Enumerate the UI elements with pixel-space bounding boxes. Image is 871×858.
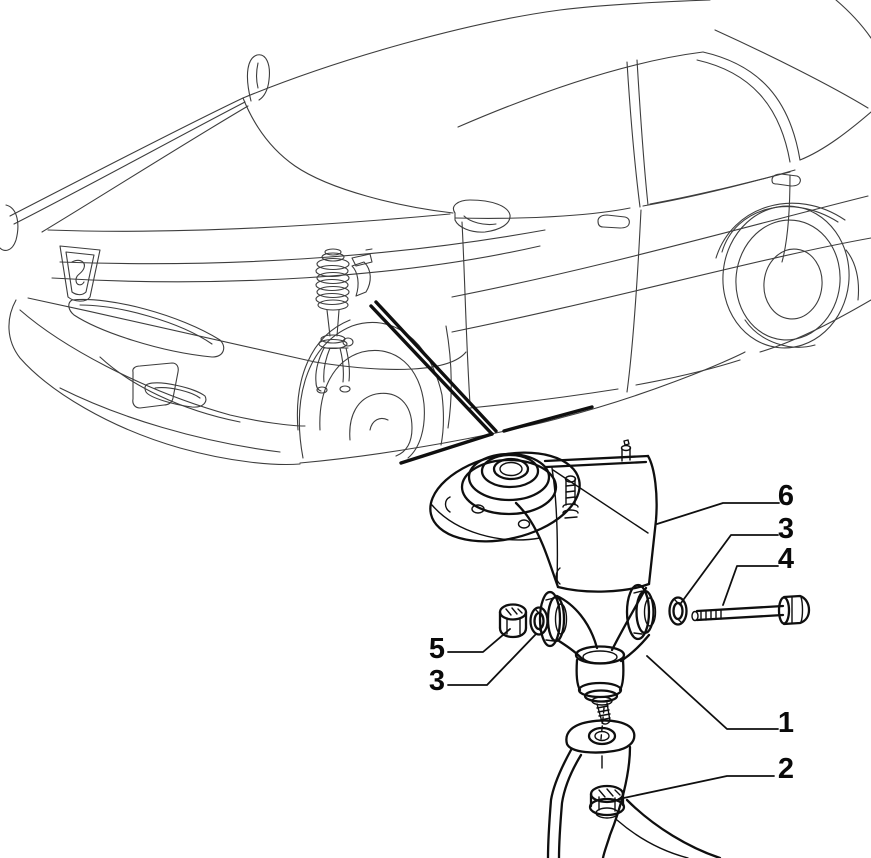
callout-2: 2 (618, 753, 794, 800)
mount-bracket (514, 439, 658, 593)
mount-stud (562, 475, 579, 519)
rear-wheel (715, 202, 850, 349)
car-illustration (0, 0, 871, 466)
fog-light (144, 382, 207, 408)
callout-label-5: 5 (429, 633, 445, 665)
front-wheel-arch (296, 319, 452, 459)
callout-5: 5 (429, 628, 511, 665)
detail-pointer (369, 300, 594, 465)
callout-label-6: 6 (778, 480, 794, 512)
part-bolt (691, 594, 811, 626)
callout-6: 6 (656, 480, 794, 525)
callout-3-right: 3 (680, 513, 794, 604)
callout-3-left: 3 (429, 633, 537, 697)
front-door-handle (597, 214, 630, 229)
headlight (68, 298, 225, 358)
callout-4: 4 (722, 543, 794, 606)
grille-shield (59, 245, 101, 302)
part-control-arm (538, 583, 657, 740)
steering-knuckle (546, 719, 722, 858)
part-washer-left (529, 606, 549, 636)
callout-label-3-right: 3 (778, 513, 794, 545)
callout-label-4: 4 (778, 543, 794, 575)
strut-assembly-in-car (315, 248, 373, 394)
rear-door-handle (771, 173, 801, 187)
part-washer-right (668, 596, 688, 626)
callout-label-2: 2 (778, 753, 794, 785)
license-recess (132, 362, 179, 409)
callouts: 6 3 4 5 3 1 2 (429, 480, 794, 800)
callout-label-3-left: 3 (429, 665, 445, 697)
side-mirror (452, 199, 511, 233)
part-flange-nut (588, 784, 626, 819)
ball-joint (574, 645, 626, 740)
callout-label-1: 1 (778, 707, 794, 739)
callout-1: 1 (646, 655, 794, 739)
part-strut-mount (429, 439, 658, 593)
part-hex-nut (498, 603, 528, 639)
